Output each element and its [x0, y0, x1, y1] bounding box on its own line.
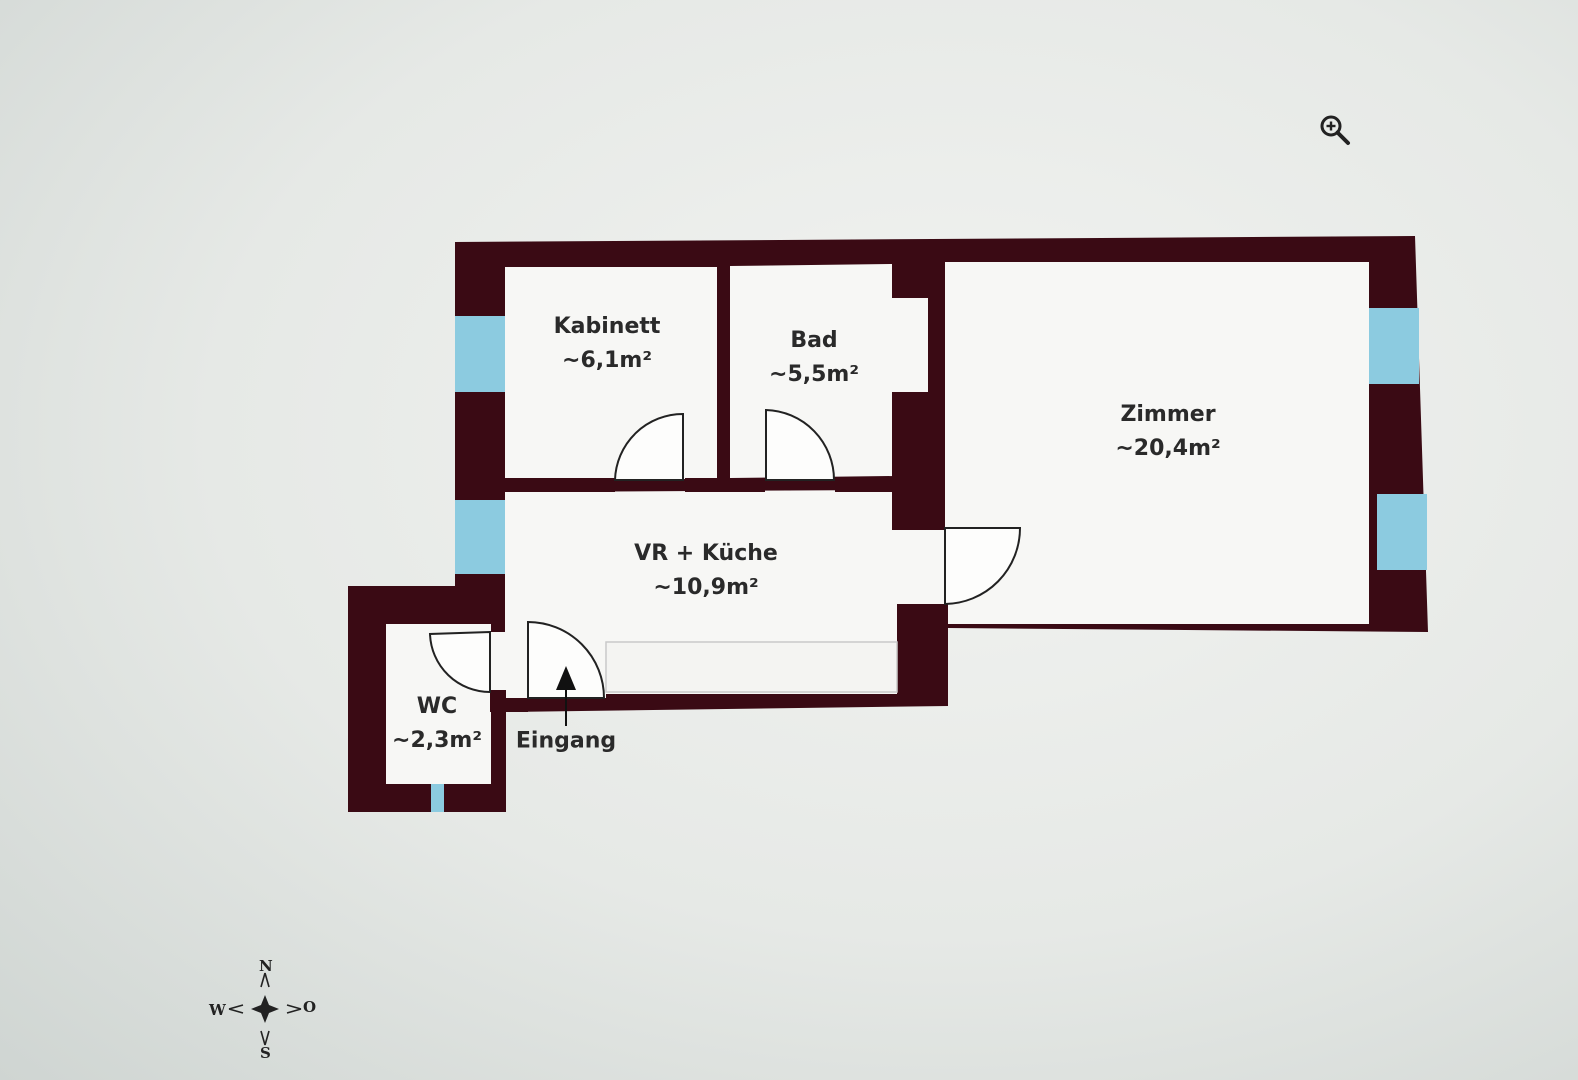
- compass-west: W: [209, 1001, 226, 1019]
- room-area-wc: ~2,3m²: [392, 728, 482, 753]
- door-entrance: [527, 620, 606, 699]
- window-kabinett: [455, 316, 505, 392]
- window-zimmer-top: [1369, 308, 1419, 384]
- room-area-zimmer: ~20,4m²: [1115, 436, 1221, 461]
- room-area-kabinett: ~6,1m²: [562, 348, 652, 373]
- compass-rose: N S W O: [205, 955, 325, 1065]
- compass-east: O: [303, 998, 317, 1016]
- door-bad: [765, 408, 836, 481]
- windows: [431, 308, 1427, 812]
- room-name-zimmer: Zimmer: [1120, 402, 1216, 427]
- window-vr: [455, 500, 505, 574]
- room-label-vr-kueche: VR + Küche ~10,9m²: [634, 537, 778, 605]
- room-name-vr-kueche: VR + Küche: [634, 541, 778, 566]
- zoom-in-icon[interactable]: [1318, 113, 1352, 147]
- room-name-wc: WC: [416, 694, 458, 719]
- door-wc: [428, 630, 491, 694]
- room-name-bad: Bad: [790, 328, 838, 353]
- room-label-kabinett: Kabinett ~6,1m²: [554, 310, 661, 378]
- window-wc: [431, 784, 444, 812]
- entrance-label: Eingang: [515, 728, 617, 754]
- compass-north: N: [259, 957, 273, 975]
- interior-walls: [440, 266, 948, 812]
- room-label-zimmer: Zimmer ~20,4m²: [1115, 398, 1220, 466]
- compass-south: S: [260, 1044, 271, 1062]
- room-label-bad: Bad ~5,5m²: [769, 324, 859, 392]
- window-zimmer-bottom: [1377, 494, 1427, 570]
- room-label-wc: WC ~2,3m²: [392, 690, 482, 758]
- door-kabinett: [613, 412, 684, 481]
- room-area-vr-kueche: ~10,9m²: [653, 575, 759, 600]
- kitchen-counter: [605, 641, 898, 693]
- room-name-kabinett: Kabinett: [553, 314, 661, 339]
- door-swings: [428, 408, 1022, 699]
- door-zimmer: [944, 527, 1022, 606]
- entrance-arrow: [556, 666, 576, 726]
- room-area-bad: ~5,5m²: [769, 362, 859, 387]
- floor-zimmer: [945, 262, 1369, 624]
- compass-star-icon: [228, 972, 302, 1046]
